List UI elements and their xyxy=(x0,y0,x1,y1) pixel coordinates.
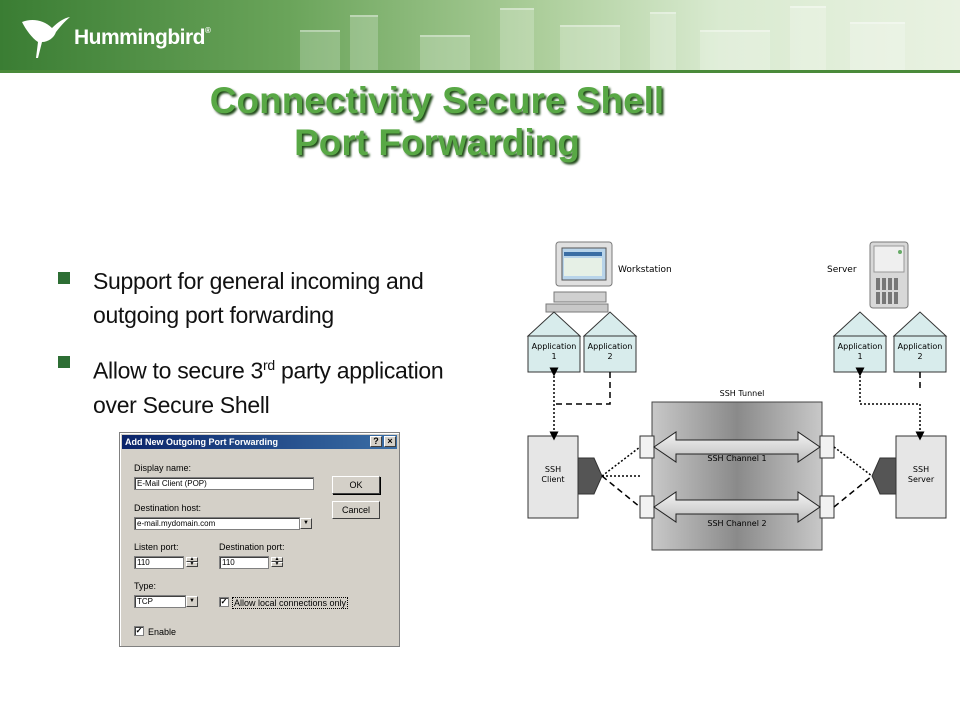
destination-host-label: Destination host: xyxy=(134,503,202,513)
type-dropdown-icon[interactable]: ▼ xyxy=(186,596,198,607)
enable-label: Enable xyxy=(148,627,177,637)
banner-building xyxy=(420,35,470,70)
client-app-2-label: Application xyxy=(588,342,633,351)
display-name-label: Display name: xyxy=(134,463,192,473)
allow-local-label: Allow local connections only xyxy=(232,597,349,609)
banner-building xyxy=(790,6,826,70)
help-button[interactable]: ? xyxy=(370,436,382,447)
listen-port-field[interactable]: 110 xyxy=(134,556,184,569)
server-app-1-label: Application xyxy=(838,342,883,351)
destination-host-dropdown-icon[interactable]: ▼ xyxy=(300,518,312,529)
banner-divider xyxy=(0,70,960,73)
hummingbird-logo-text: Hummingbird® xyxy=(74,26,211,49)
banner-building xyxy=(350,15,378,70)
ssh-server-label: SSH xyxy=(913,465,929,474)
bullet-text: Support for general incoming and outgoin… xyxy=(93,268,424,328)
slide-title-line-1: Connectivity Secure Shell xyxy=(209,80,665,121)
bullet-square-icon xyxy=(58,356,70,368)
port-forwarding-dialog: Add New Outgoing Port Forwarding ? × Dis… xyxy=(119,432,400,647)
allow-local-checkbox[interactable]: ✓ xyxy=(219,597,229,607)
server-app-2-number: 2 xyxy=(917,352,922,361)
dialog-titlebar: Add New Outgoing Port Forwarding ? × xyxy=(122,435,397,449)
workstation-label: Workstation xyxy=(618,265,672,275)
ssh-channel-1-label: SSH Channel 1 xyxy=(707,454,766,463)
bullet-square-icon xyxy=(58,272,70,284)
ok-button[interactable]: OK xyxy=(332,476,380,494)
banner-building xyxy=(500,8,534,70)
connection-lines xyxy=(549,367,925,508)
bullet-text: Allow to secure 3rd party application ov… xyxy=(93,357,444,418)
slide-title: Connectivity Secure Shell Port Forwardin… xyxy=(0,80,874,164)
banner-building xyxy=(560,25,620,70)
close-button[interactable]: × xyxy=(384,436,396,447)
display-name-field[interactable]: E-Mail Client (POP) xyxy=(134,477,314,490)
ssh-client-box: SSH Client xyxy=(527,435,603,519)
server-app-1-number: 1 xyxy=(857,352,862,361)
ssh-tunnel xyxy=(651,401,823,551)
destination-host-field[interactable]: e-mail.mydomain.com xyxy=(134,517,300,530)
banner-building xyxy=(300,30,340,70)
cancel-button[interactable]: Cancel xyxy=(332,501,380,519)
ssh-tunnel-label: SSH Tunnel xyxy=(720,389,765,398)
banner-building xyxy=(650,12,676,70)
ssh-server-box: SSH Server xyxy=(871,435,947,519)
banner-building xyxy=(850,22,905,70)
ssh-client-label-2: Client xyxy=(541,475,564,484)
destination-port-spinner-icon[interactable]: ▲▼ xyxy=(271,557,283,568)
destination-port-field[interactable]: 110 xyxy=(219,556,269,569)
server-app-1-box: Application 1 xyxy=(832,311,888,373)
client-app-2-box: Application 2 xyxy=(582,311,638,373)
type-select[interactable]: TCP xyxy=(134,595,186,608)
banner-building xyxy=(700,30,770,70)
ssh-server-label-2: Server xyxy=(908,475,935,484)
client-app-1-label: Application xyxy=(532,342,577,351)
client-app-1-box: Application 1 xyxy=(526,311,582,373)
client-app-2-number: 2 xyxy=(607,352,612,361)
destination-port-label: Destination port: xyxy=(219,542,285,552)
ssh-channel-2: SSH Channel 2 xyxy=(639,491,835,528)
enable-checkbox[interactable]: ✓ xyxy=(134,626,144,636)
ssh-channel-1: SSH Channel 1 xyxy=(639,431,835,463)
server-tower-icon xyxy=(869,241,909,309)
client-app-1-number: 1 xyxy=(551,352,556,361)
server-label: Server xyxy=(827,265,857,275)
dialog-title: Add New Outgoing Port Forwarding xyxy=(125,437,278,447)
workstation-computer-icon xyxy=(545,241,613,313)
server-app-2-label: Application xyxy=(898,342,943,351)
ssh-port-forwarding-diagram: Workstation Server Application 1 Applica… xyxy=(526,241,948,551)
listen-port-label: Listen port: xyxy=(134,542,179,552)
slide-title-line-2: Port Forwarding xyxy=(294,122,580,163)
server-app-2-box: Application 2 xyxy=(892,311,948,373)
header-banner: Hummingbird® xyxy=(0,0,960,70)
listen-port-spinner-icon[interactable]: ▲▼ xyxy=(186,557,198,568)
ssh-client-label: SSH xyxy=(545,465,561,474)
type-label: Type: xyxy=(134,581,157,591)
hummingbird-logo-icon xyxy=(22,17,70,58)
ssh-channel-2-label: SSH Channel 2 xyxy=(707,519,766,528)
